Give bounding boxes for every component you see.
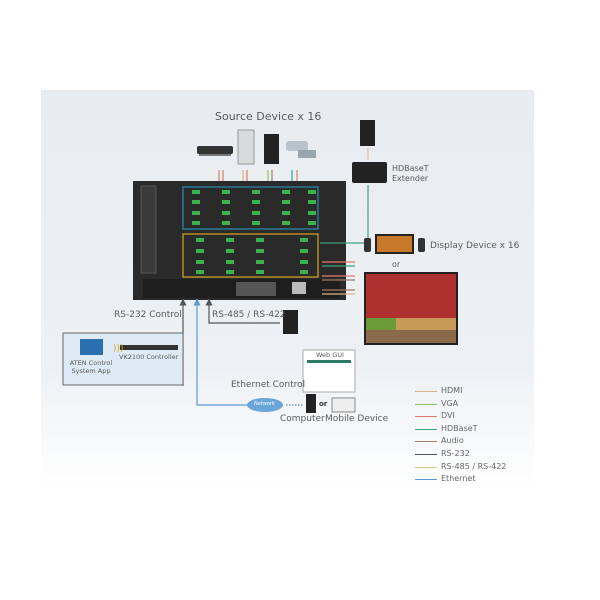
hdbaset-label-line1: HDBaseT bbox=[392, 164, 429, 173]
aten-app-label-line1: ATEN Control bbox=[69, 359, 113, 367]
hdbaset-label-line2: Extender bbox=[392, 174, 429, 183]
display-devices-label: Display Device x 16 bbox=[430, 241, 520, 251]
aten-app-label-line2: System App bbox=[71, 367, 111, 375]
legend-label: Audio bbox=[441, 436, 464, 446]
legend-swatch bbox=[415, 454, 437, 455]
vk2100-label: VK2100 Controller bbox=[119, 353, 179, 361]
legend-label: Ethernet bbox=[441, 474, 476, 484]
server-icon bbox=[264, 134, 279, 164]
rs485-device-icon bbox=[283, 310, 298, 334]
mobile-device-icon bbox=[331, 397, 356, 413]
rs485-label: RS-485 / RS-422 bbox=[212, 310, 286, 320]
legend-swatch bbox=[415, 466, 437, 468]
hdbaset-extender-icon bbox=[352, 162, 387, 183]
legend-swatch bbox=[415, 441, 437, 443]
web-gui-header bbox=[307, 360, 351, 363]
legend-swatch bbox=[415, 428, 437, 430]
pc-tower-icon bbox=[237, 129, 255, 165]
ethernet-cable bbox=[193, 298, 255, 406]
web-gui-label: Web GUI bbox=[316, 351, 344, 359]
computer-icon bbox=[306, 394, 316, 413]
hdbaset-source-icon bbox=[360, 120, 375, 146]
video-wall-icon bbox=[364, 272, 458, 345]
network-label: Network bbox=[254, 401, 275, 407]
legend-label: VGA bbox=[441, 398, 459, 408]
legend-label: HDBaseT bbox=[441, 423, 478, 433]
source-devices-label: Source Device x 16 bbox=[215, 110, 322, 123]
network-cloud-icon bbox=[247, 398, 283, 412]
or-label: or bbox=[392, 260, 401, 269]
legend-label: HDMI bbox=[441, 386, 463, 395]
wireless-icon: ))) bbox=[113, 344, 124, 354]
computer-label: Computer bbox=[280, 414, 325, 424]
mobile-device-label: Mobile Device bbox=[325, 414, 389, 424]
tablet-icon bbox=[80, 339, 103, 355]
legend-label: RS-232 bbox=[441, 449, 470, 458]
or-device-label: or bbox=[319, 400, 328, 408]
matrix-switch-chassis bbox=[133, 181, 346, 300]
web-gui-window bbox=[302, 349, 356, 393]
legend-swatch bbox=[415, 403, 437, 405]
camera-icon bbox=[286, 141, 316, 158]
vk2100-controller-icon bbox=[120, 345, 178, 350]
legend-label: RS-485 / RS-422 bbox=[441, 461, 507, 471]
legend-label: DVI bbox=[441, 411, 455, 421]
output-cables bbox=[322, 261, 355, 295]
rs232-control-label: RS-232 Control bbox=[114, 310, 182, 320]
display-monitor-icon bbox=[364, 234, 425, 254]
dvd-player-icon bbox=[197, 146, 233, 156]
legend-swatch bbox=[415, 416, 437, 418]
rs485-cable bbox=[205, 298, 280, 324]
ethernet-control-label: Ethernet Control bbox=[231, 380, 306, 390]
legend-swatch bbox=[415, 391, 437, 392]
legend-swatch bbox=[415, 479, 437, 481]
